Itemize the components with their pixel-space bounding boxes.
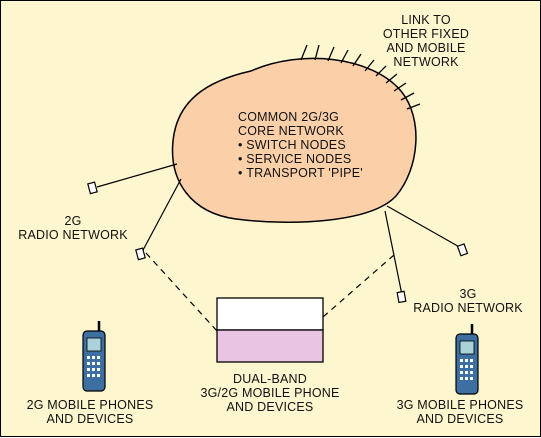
radio-3g-label: 3G RADIO NETWORK xyxy=(410,287,526,315)
phones-3g-label: 3G MOBILE PHONES AND DEVICES xyxy=(387,398,533,426)
base-station-antenna-icon xyxy=(456,243,469,257)
dual-band-device-box xyxy=(216,297,324,363)
dual-band-label: DUAL-BAND 3G/2G MOBILE PHONE AND DEVICES xyxy=(190,372,350,414)
base-station-antenna-icon xyxy=(135,247,146,261)
core-network-label: COMMON 2G/3G CORE NETWORK SWITCH NODES S… xyxy=(238,110,363,180)
phones-2g-label: 2G MOBILE PHONES AND DEVICES xyxy=(17,398,163,426)
radio-2g-links xyxy=(87,163,182,261)
link-label: LINK TO OTHER FIXED AND MOBILE NETWORK xyxy=(371,13,481,69)
mobile-phone-icon xyxy=(82,321,106,392)
core-network-items: SWITCH NODES SERVICE NODES TRANSPORT 'PI… xyxy=(238,138,363,180)
radio-2g-line-1: 2G xyxy=(64,214,82,228)
link-label-line-1: LINK TO xyxy=(401,13,451,27)
dual-band-line-3: AND DEVICES xyxy=(226,400,314,414)
radio-2g-line-2: RADIO NETWORK xyxy=(18,228,128,242)
network-link-spikes xyxy=(300,44,421,110)
radio-3g-line-2: RADIO NETWORK xyxy=(413,301,523,315)
phones-2g-line-1: 2G MOBILE PHONES xyxy=(26,398,154,412)
base-station-antenna-icon xyxy=(396,290,407,304)
core-item-transport-pipe: TRANSPORT 'PIPE' xyxy=(238,166,363,180)
core-network-title-2: CORE NETWORK xyxy=(238,124,344,138)
radio-3g-links xyxy=(384,205,469,304)
phones-3g-line-1: 3G MOBILE PHONES xyxy=(396,398,524,412)
radio-3g-line-1: 3G xyxy=(459,287,477,301)
radio-2g-label: 2G RADIO NETWORK xyxy=(15,214,131,242)
core-network-title-1: COMMON 2G/3G xyxy=(238,110,340,124)
core-item-switch-nodes: SWITCH NODES xyxy=(238,138,363,152)
dual-band-dashed-links xyxy=(145,252,395,332)
base-station-antenna-icon xyxy=(87,181,98,195)
link-label-line-3: AND MOBILE xyxy=(386,41,466,55)
phones-2g-line-2: AND DEVICES xyxy=(46,412,134,426)
dual-band-line-2: 3G/2G MOBILE PHONE xyxy=(200,386,340,400)
mobile-phone-icon xyxy=(455,324,479,395)
link-label-line-2: OTHER FIXED xyxy=(382,27,470,41)
dual-band-line-1: DUAL-BAND xyxy=(232,372,308,386)
link-label-line-4: NETWORK xyxy=(393,55,459,69)
phones-3g-line-2: AND DEVICES xyxy=(416,412,504,426)
core-item-service-nodes: SERVICE NODES xyxy=(238,152,363,166)
